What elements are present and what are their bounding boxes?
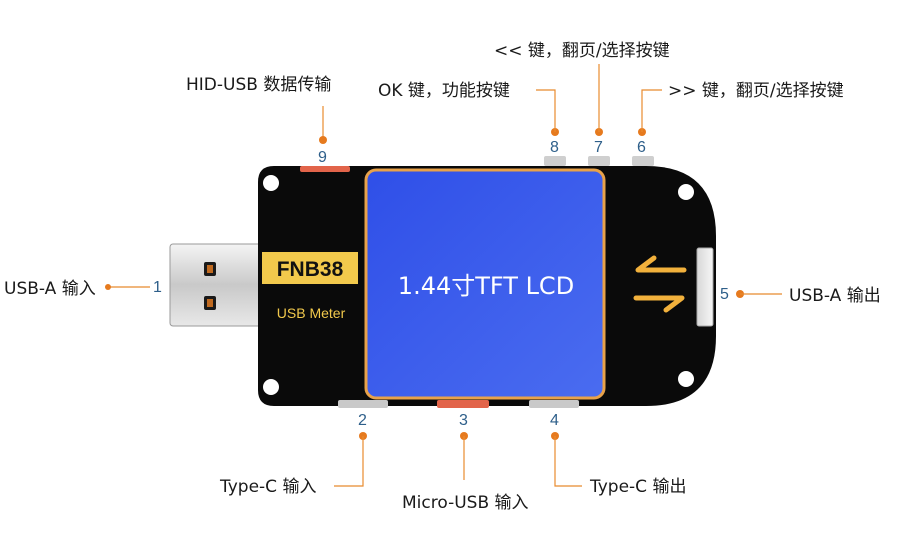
callout-number-2: 2 <box>358 412 367 429</box>
type-c-output-port <box>529 400 579 408</box>
bidirectional-arrows-icon <box>633 255 687 313</box>
mount-hole <box>263 175 279 191</box>
callout-label-9: HID-USB 数据传输 <box>186 75 331 95</box>
lcd-screen <box>364 168 606 400</box>
callout-dot-1 <box>105 284 111 290</box>
hid-usb-port <box>300 166 350 172</box>
callout-label-3: Micro-USB 输入 <box>402 493 529 513</box>
callout-number-4: 4 <box>550 412 559 429</box>
callout-number-1: 1 <box>153 279 162 296</box>
callout-label-2: Type-C 输入 <box>219 477 316 497</box>
callout-label-1: USB-A 输入 <box>4 279 96 299</box>
callout-number-6: 6 <box>637 139 646 156</box>
micro-usb-port <box>437 400 489 408</box>
device-subtitle: USB Meter <box>277 305 346 321</box>
button-7-prev[interactable] <box>588 156 610 166</box>
usb-a-input-plug <box>169 243 267 327</box>
callout-number-3: 3 <box>459 412 468 429</box>
callout-label-6: >> 键，翻页/选择按键 <box>668 81 844 101</box>
callout-label-7: << 键，翻页/选择按键 <box>494 41 670 61</box>
brand-label-bg <box>262 252 358 284</box>
callout-number-9: 9 <box>318 149 327 166</box>
usb-a-output-port <box>696 247 714 327</box>
mount-hole <box>263 379 279 395</box>
lcd-screen-text: 1.44寸TFT LCD <box>398 272 574 300</box>
callout-number-5: 5 <box>720 286 729 303</box>
brand-label: FNB38 <box>277 258 344 281</box>
type-c-input-port <box>338 400 388 408</box>
callout-label-5: USB-A 输出 <box>789 286 881 306</box>
mount-hole <box>678 184 694 200</box>
callout-number-7: 7 <box>594 139 603 156</box>
button-8-ok[interactable] <box>544 156 566 166</box>
button-6-next[interactable] <box>632 156 654 166</box>
mount-hole <box>678 371 694 387</box>
callout-dot-9 <box>319 136 327 144</box>
callout-number-8: 8 <box>550 139 559 156</box>
callout-label-4: Type-C 输出 <box>589 477 686 497</box>
callout-label-8: OK 键，功能按键 <box>378 81 510 101</box>
